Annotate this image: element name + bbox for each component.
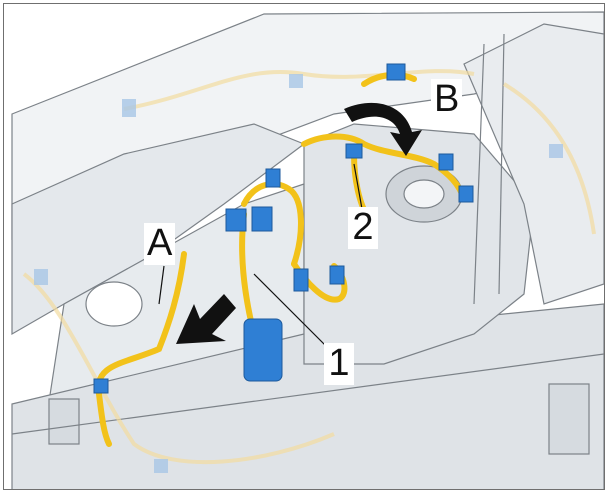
callout-label-2: 2 (348, 207, 378, 249)
bg-connector (289, 74, 303, 88)
connector (458, 185, 474, 203)
connector (386, 63, 406, 81)
lower-bracket (548, 383, 590, 455)
bg-harness-left (22, 272, 335, 465)
connector-large (243, 318, 283, 382)
callout-label-1: 1 (324, 343, 354, 385)
background-harness (22, 69, 596, 465)
bg-harness-right (502, 82, 596, 235)
left-bracket (48, 398, 80, 445)
connector (93, 378, 109, 394)
harness-top (301, 133, 467, 202)
rail-edge-2 (498, 33, 505, 295)
bg-connector (122, 99, 136, 117)
sill-edge (11, 353, 604, 435)
vehicle-wiring-illustration (11, 11, 604, 489)
connector (329, 265, 345, 285)
connector (345, 143, 363, 159)
body-panels (11, 11, 604, 489)
bg-connector (34, 269, 48, 285)
rail-edge (473, 43, 485, 305)
harness-branch-a (95, 251, 187, 447)
connectors (93, 63, 474, 394)
connector (225, 208, 247, 232)
connector (438, 153, 454, 171)
connector (251, 206, 273, 232)
illustration-frame: B A 2 1 (3, 3, 605, 490)
bg-connector (549, 144, 563, 158)
leader-lines (158, 163, 363, 350)
connector (265, 168, 281, 188)
bg-connector (154, 459, 168, 473)
bg-harness-upper (123, 69, 475, 111)
leader-line-a (158, 265, 165, 305)
arrow-down-left-icon (176, 294, 236, 344)
right-frame-rail (463, 23, 604, 305)
callout-label-a: A (144, 223, 176, 265)
background-connectors (34, 74, 563, 473)
panel-opening (85, 281, 143, 327)
harness-upper (241, 181, 304, 267)
connector (293, 268, 309, 292)
strut-mount-inner (403, 179, 445, 209)
callout-label-b: B (431, 79, 463, 121)
curved-arrow-clockwise-icon (344, 102, 422, 156)
leader-line-1 (253, 273, 330, 350)
leader-line-2 (353, 163, 363, 210)
